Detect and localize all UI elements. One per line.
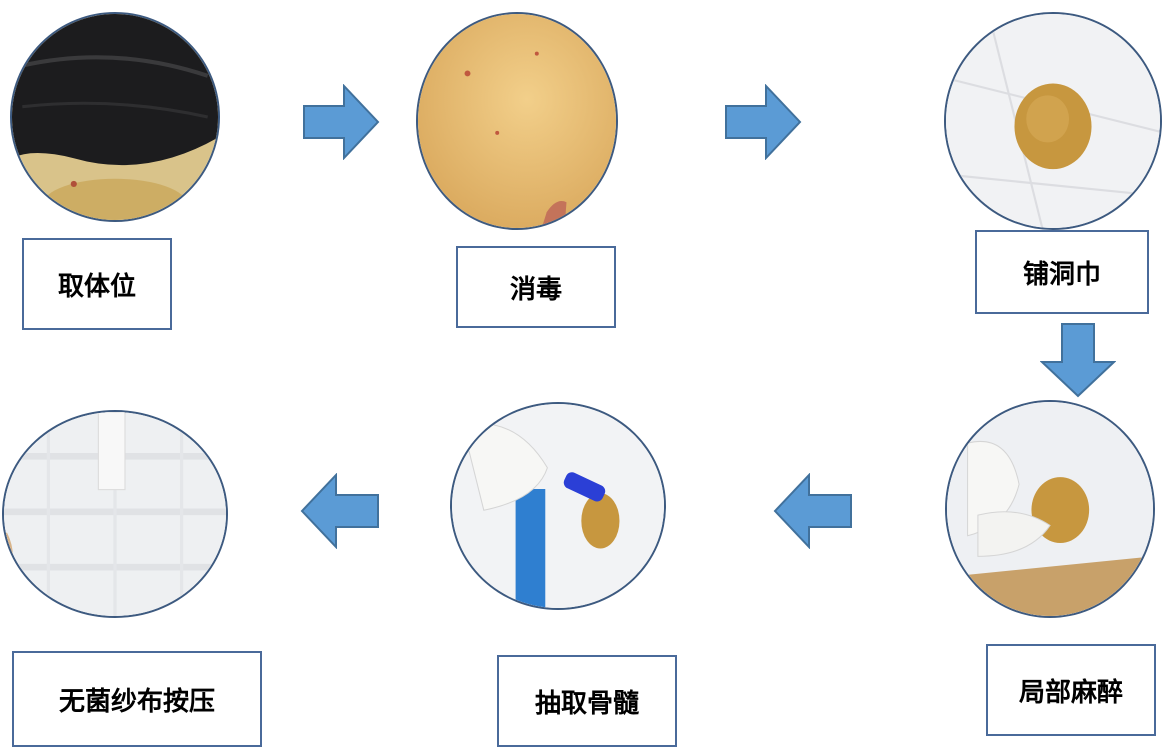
photo-step-3-drape [944,12,1162,230]
photo-step-6-gauze [2,410,228,618]
step-3-label-text: 铺洞巾 [1023,254,1101,291]
photo-step-1-position [10,12,220,222]
step-6-label: 无菌纱布按压 [12,651,262,747]
step-1-label: 取体位 [22,238,172,330]
photo-step-5-aspiration [450,402,666,610]
step-2-label: 消毒 [456,246,616,328]
arrow-right-1-to-2 [302,84,380,160]
photo-step-4-anesthesia [945,400,1155,618]
step-5-label: 抽取骨髓 [497,655,677,747]
step-3-label: 铺洞巾 [975,230,1149,314]
step-4-label: 局部麻醉 [986,644,1156,736]
step-5-label-text: 抽取骨髓 [535,683,639,720]
step-1-label-text: 取体位 [58,266,136,303]
arrow-left-5-to-6 [300,473,380,549]
step-6-label-text: 无菌纱布按压 [59,681,215,718]
photo-step-2-disinfection [416,12,618,230]
arrow-down-3-to-4 [1040,322,1116,398]
arrow-left-4-to-5 [773,473,853,549]
step-4-label-text: 局部麻醉 [1019,672,1123,709]
arrow-right-2-to-3 [724,84,802,160]
step-2-label-text: 消毒 [510,269,562,306]
